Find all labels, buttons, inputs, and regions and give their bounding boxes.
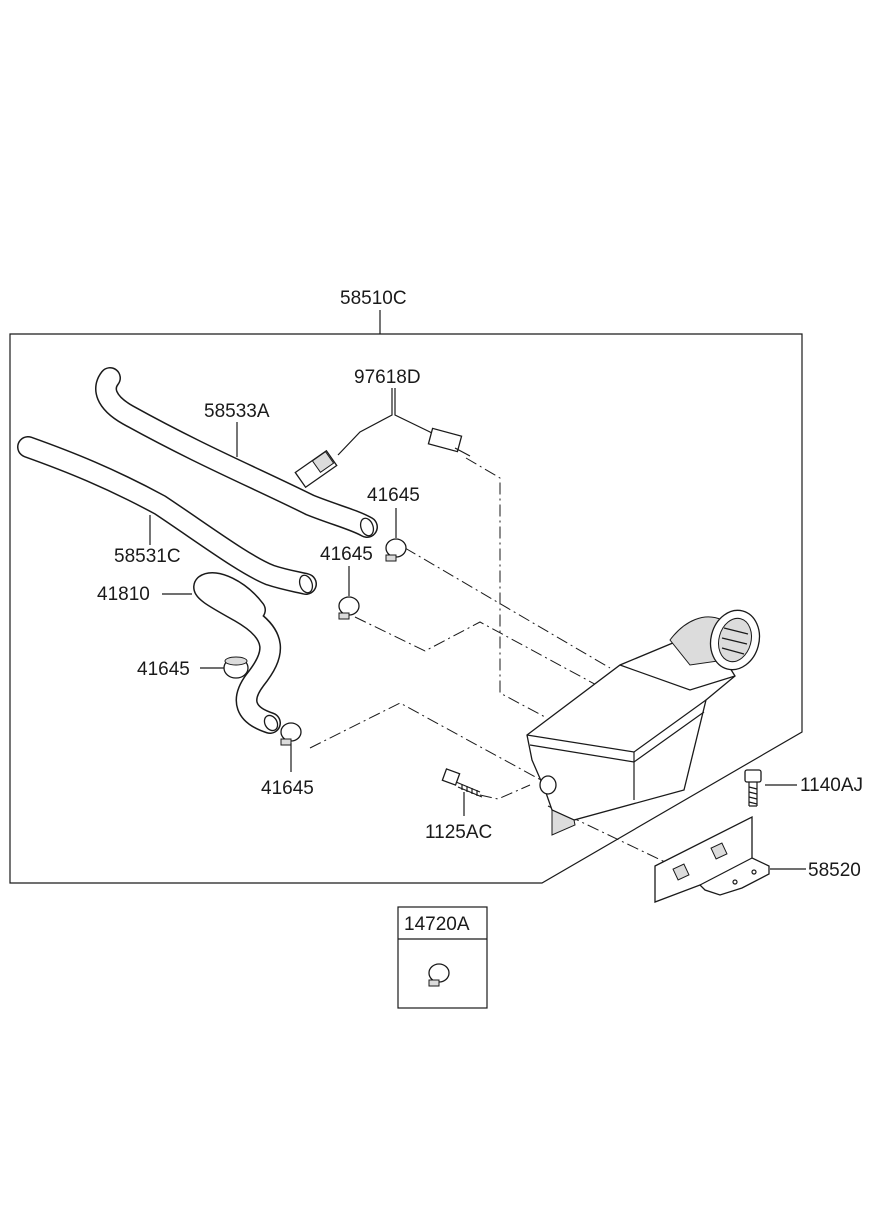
bolt-1140AJ[interactable]	[744, 769, 762, 807]
label-41645-4[interactable]: 41645	[261, 778, 314, 799]
clamp-41645-3[interactable]	[223, 656, 249, 679]
hose-58531C[interactable]	[17, 436, 317, 595]
label-41645-1[interactable]: 41645	[367, 485, 420, 506]
bolt-1125AC[interactable]	[441, 768, 483, 798]
clamp-41645-1[interactable]	[385, 538, 407, 562]
label-41645-3[interactable]: 41645	[137, 659, 190, 680]
assembly-lines	[309, 457, 666, 863]
reservoir-tank[interactable]	[526, 605, 766, 836]
clamp-41645-2[interactable]	[338, 596, 360, 620]
label-58533A[interactable]: 58533A	[204, 401, 270, 422]
hose-58533A[interactable]	[95, 367, 378, 538]
label-41810[interactable]: 41810	[97, 584, 150, 605]
hose-41810[interactable]	[193, 572, 281, 734]
label-58520[interactable]: 58520	[808, 860, 861, 881]
label-58531C[interactable]: 58531C	[114, 546, 181, 567]
assembly-frame	[9, 333, 803, 884]
label-1125AC[interactable]: 1125AC	[425, 822, 492, 843]
label-1140AJ[interactable]: 1140AJ	[800, 775, 863, 796]
label-58510C[interactable]: 58510C	[340, 288, 407, 309]
label-97618D[interactable]: 97618D	[354, 367, 421, 388]
inset-box-14720A[interactable]	[397, 906, 488, 1009]
sensor-97618D[interactable]	[294, 388, 471, 489]
bracket-58520[interactable]	[654, 815, 770, 903]
label-14720A[interactable]: 14720A	[404, 914, 470, 935]
clamp-41645-4[interactable]	[280, 722, 302, 746]
label-41645-2[interactable]: 41645	[320, 544, 373, 565]
